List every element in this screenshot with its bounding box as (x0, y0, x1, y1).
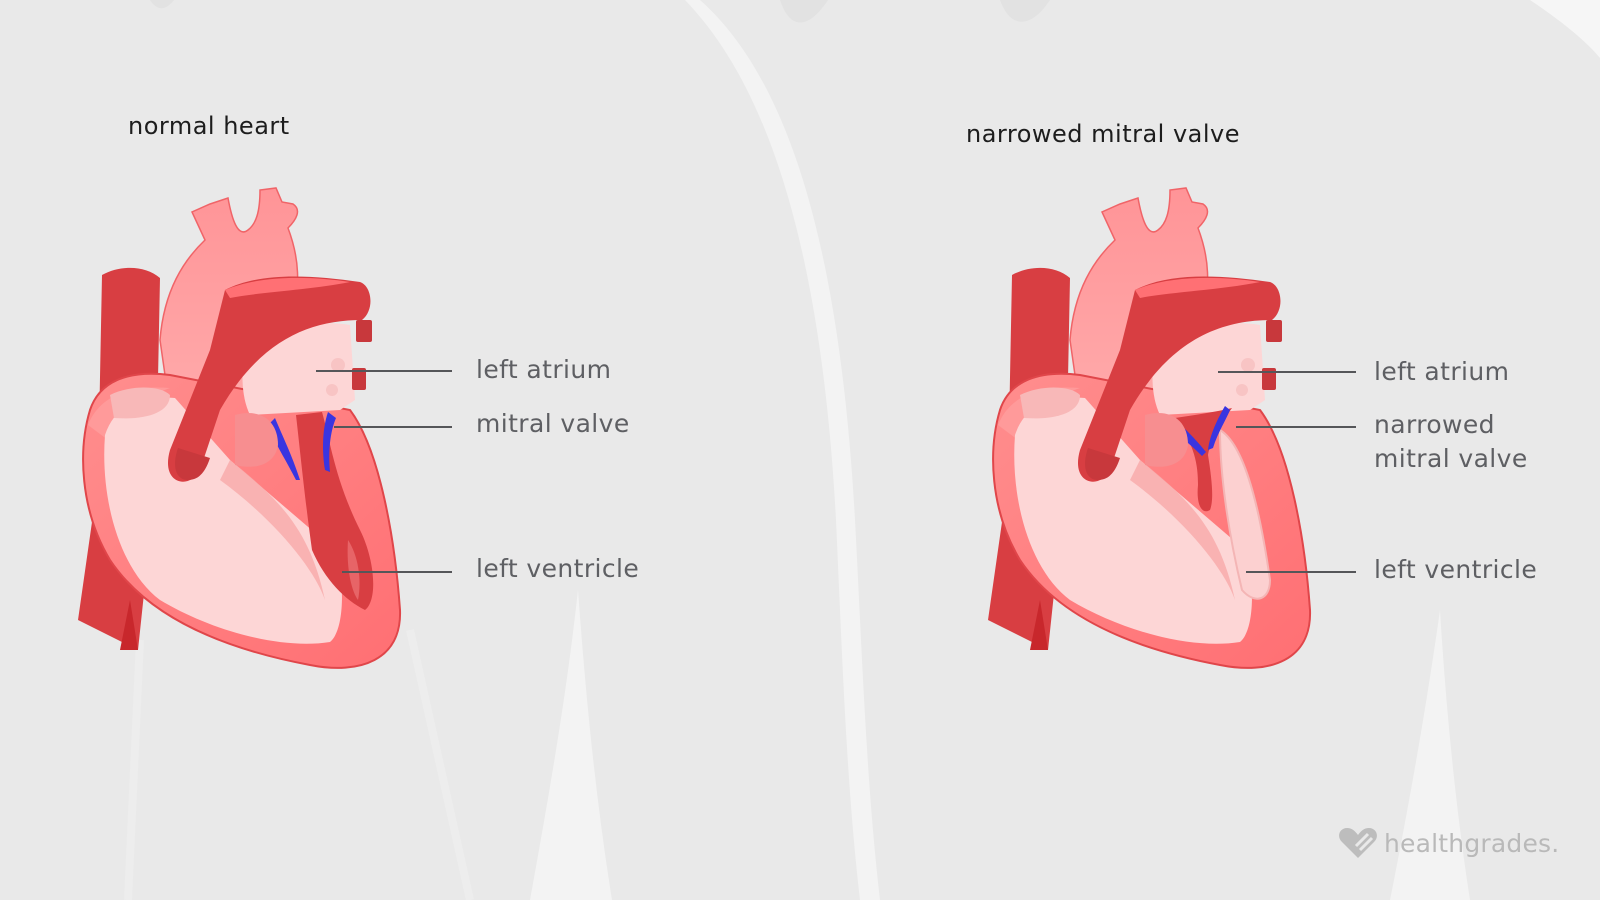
label-narrowed-mitral-valve-line2: mitral valve (1374, 444, 1528, 473)
healthgrades-logo: healthgrades. (1338, 826, 1559, 860)
leader-left-atrium-2 (1218, 371, 1356, 373)
leader-narrowed-mitral-valve-2 (1236, 426, 1356, 428)
narrowed-mitral-valve-title: narrowed mitral valve (966, 120, 1241, 148)
label-left-ventricle-2: left ventricle (1374, 555, 1538, 584)
label-mitral-valve-1: mitral valve (476, 409, 630, 438)
label-left-atrium-1: left atrium (476, 355, 612, 384)
leader-left-ventricle-1 (342, 571, 452, 573)
healthgrades-logo-text: healthgrades. (1384, 828, 1560, 858)
heart-check-icon (1339, 828, 1377, 858)
label-narrowed-mitral-valve-line1: narrowed (1374, 410, 1495, 439)
label-left-atrium-2: left atrium (1374, 357, 1510, 386)
normal-heart-title: normal heart (128, 112, 290, 140)
normal-heart-illustration (78, 187, 402, 669)
leader-left-ventricle-2 (1246, 571, 1356, 573)
leader-left-atrium-1 (316, 370, 452, 372)
narrowed-heart-illustration (988, 187, 1312, 669)
leader-mitral-valve-1 (334, 426, 452, 428)
label-left-ventricle-1: left ventricle (476, 554, 640, 583)
